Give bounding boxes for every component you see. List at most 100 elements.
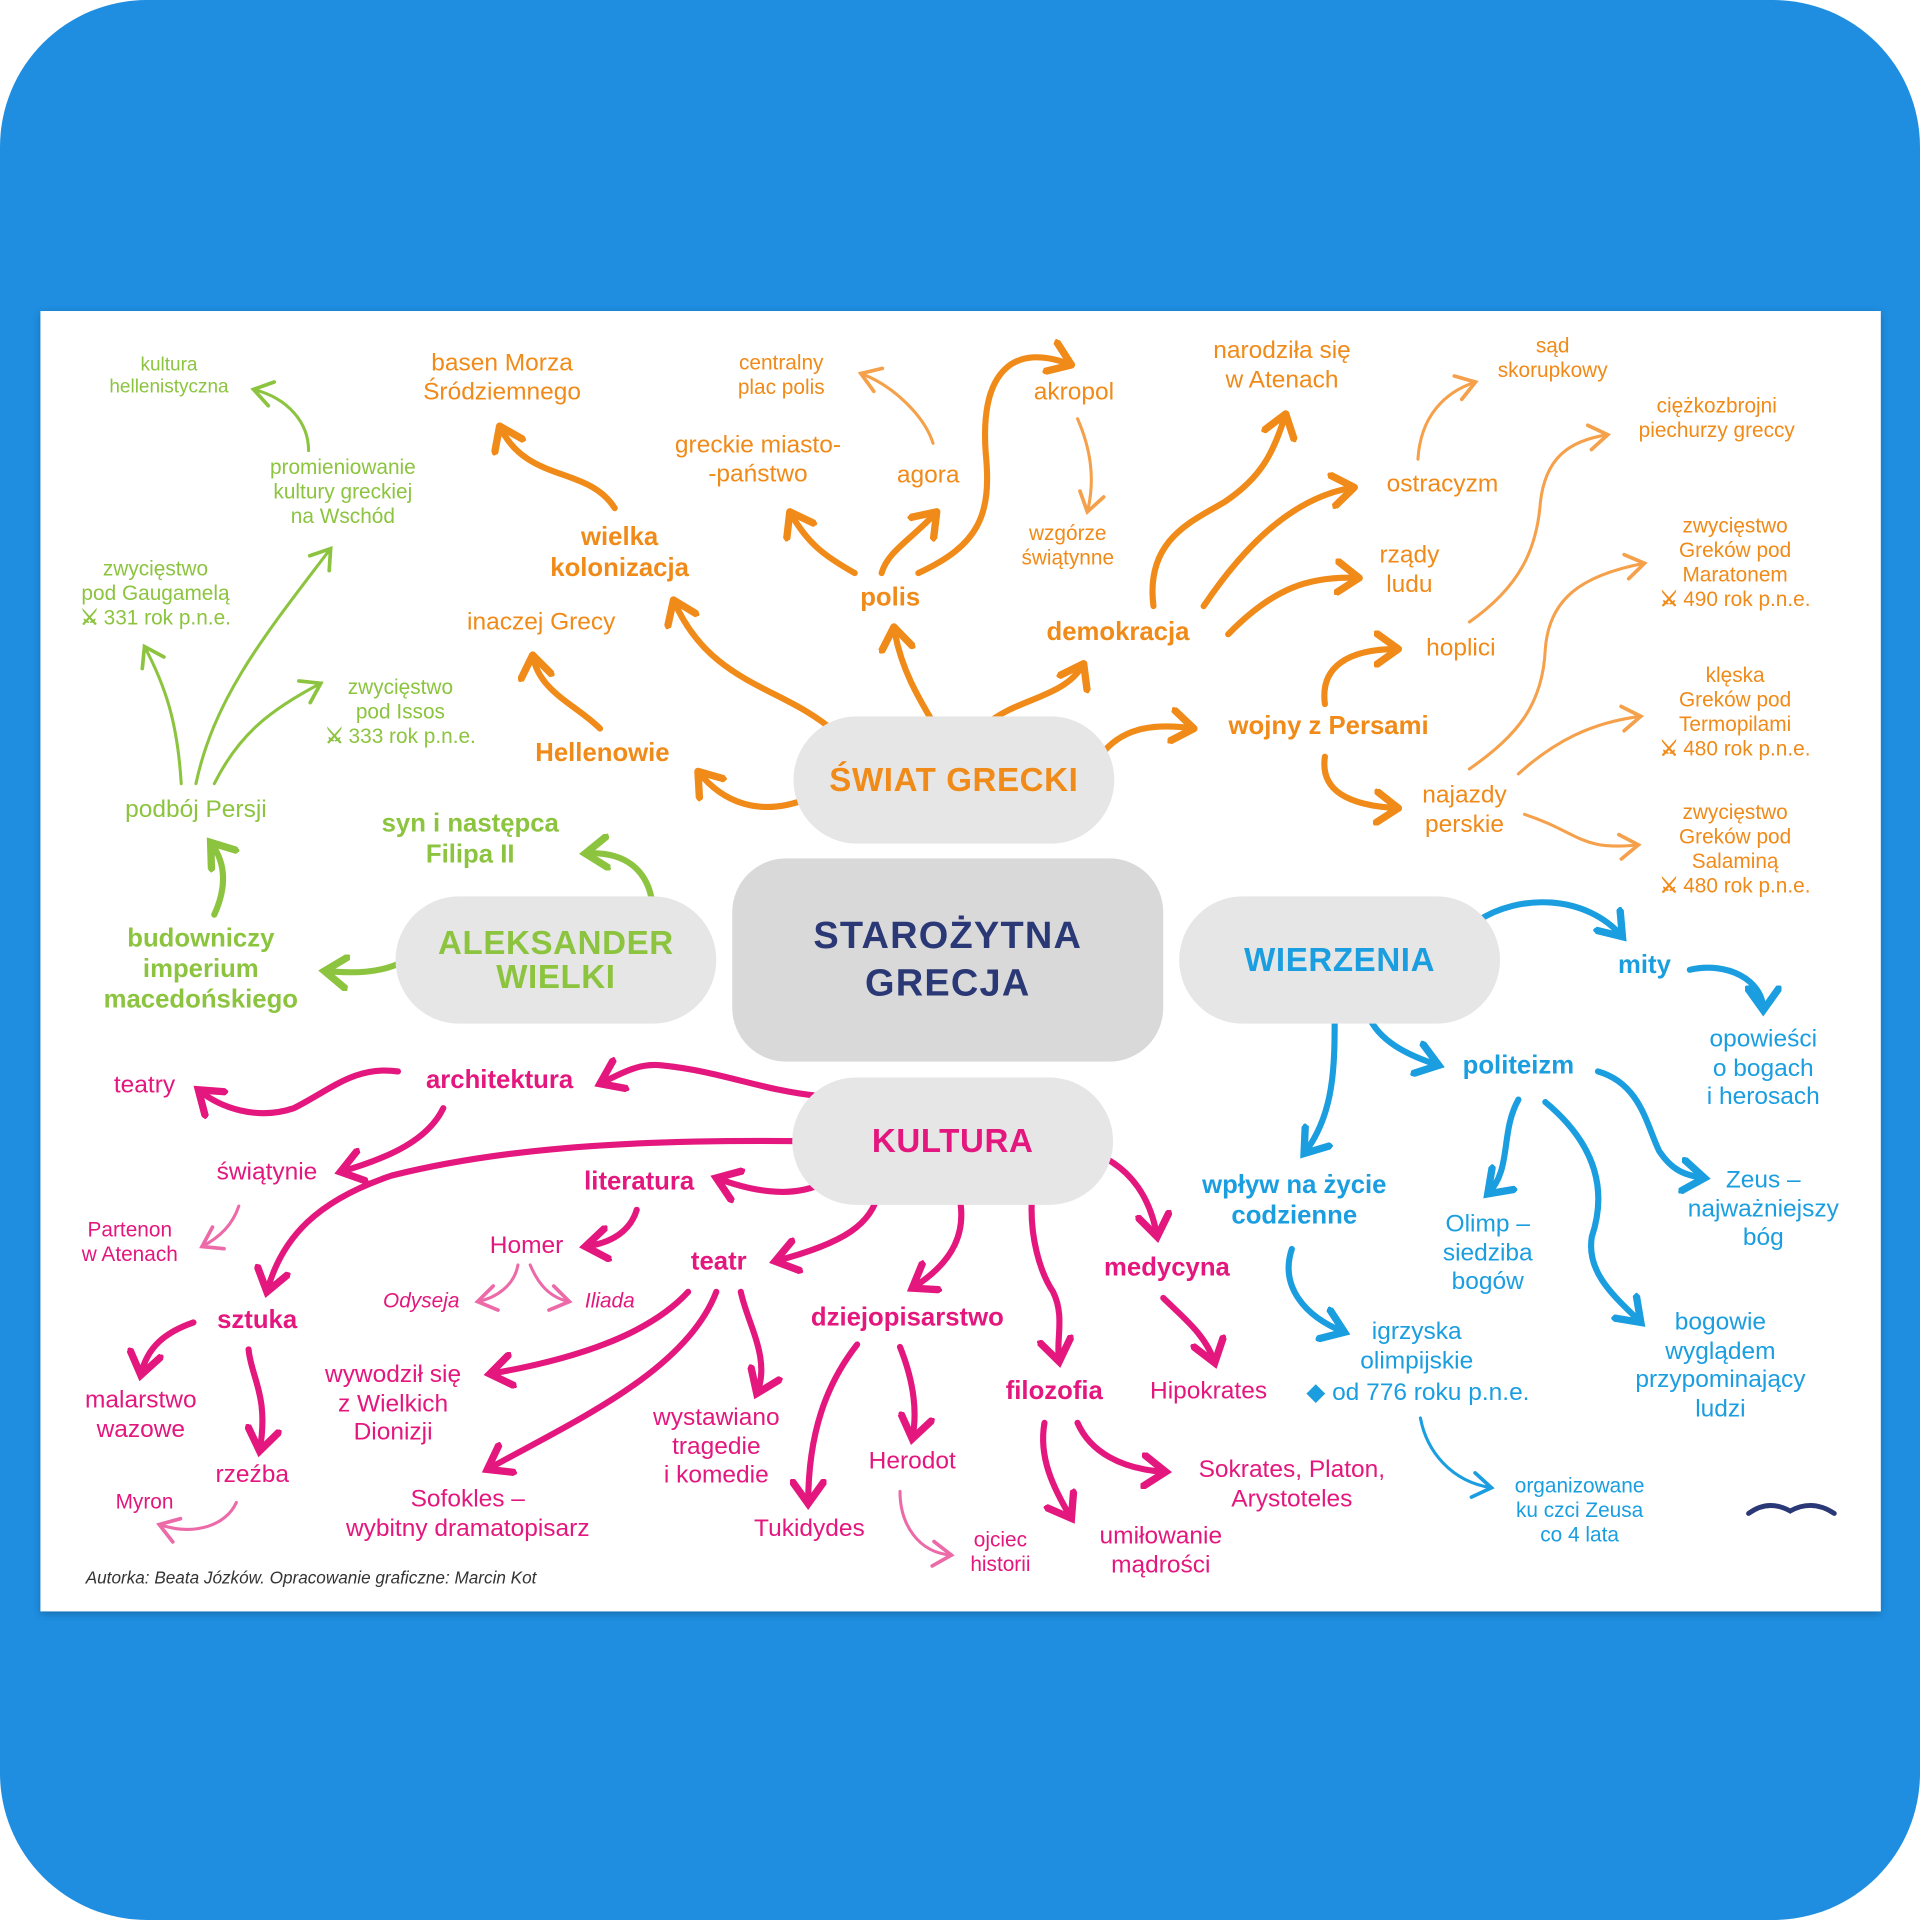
node-literatura: literatura	[584, 1167, 695, 1196]
arrow-homer-iliada	[528, 1263, 573, 1312]
node-politeizm: politeizm	[1462, 1051, 1575, 1080]
arrow-homer-odyseja	[474, 1263, 520, 1312]
node-demokracja: demokracja	[1046, 617, 1190, 647]
arrow-wierzenia-mity	[1474, 899, 1622, 936]
node-gaugamela: zwycięstwo pod Gaugamelą⚔331 rok p.n.e.	[80, 557, 231, 631]
node-hoplici: hoplici	[1426, 634, 1496, 662]
arrow-hoplici-ciezko	[1467, 423, 1612, 624]
node-odyseja: Odyseja	[383, 1289, 460, 1313]
arrow-medycyna-hipokrates	[1160, 1294, 1214, 1363]
node-budowniczy: budowniczy imperium macedońskiego	[103, 924, 299, 1014]
arrow-najazdy-termopile	[1516, 704, 1645, 776]
gaugamela-date: 331 rok p.n.e.	[103, 606, 231, 630]
node-wystawiano: wystawiano tragedie i komedie	[653, 1404, 780, 1489]
node-centralny-plac: centralny plac polis	[737, 351, 825, 400]
arrow-architektura-teatry	[198, 1067, 402, 1113]
maraton-date: 490 rok p.n.e.	[1683, 587, 1811, 612]
node-termopile: klęska Greków pod Termopilami⚔480 rok p.…	[1660, 664, 1811, 762]
node-medycyna: medycyna	[1104, 1253, 1230, 1282]
arrow-filozofia-sokrates	[1074, 1419, 1166, 1472]
arrow-swiat-wojny	[1096, 726, 1194, 760]
node-herodot: Herodot	[868, 1447, 956, 1475]
node-sad-skorupkowy: sąd skorupkowy	[1497, 334, 1608, 383]
node-promieniowanie: promieniowanie kultury greckiej na Wschó…	[269, 455, 416, 528]
crossed-swords-icon: ⚔	[1659, 737, 1679, 761]
arrow-teatr-wywodzil	[490, 1288, 692, 1374]
node-najazdy-perskie: najazdy perskie	[1422, 781, 1507, 838]
issos-label: zwycięstwo pod Issos	[347, 675, 454, 724]
salamina-label: zwycięstwo Greków pod Salaminą	[1678, 800, 1792, 874]
central-topic: STAROŻYTNA GRECJA	[732, 858, 1164, 1062]
arrow-wojny-hoplici	[1321, 649, 1398, 708]
arrow-podboj-issos	[212, 679, 324, 786]
arrow-agora-centralny	[857, 366, 935, 445]
arrow-kultura-dziejopisarstwo	[912, 1190, 965, 1288]
node-myron: Myron	[115, 1490, 174, 1514]
arrow-politeizm-olimp	[1488, 1096, 1522, 1194]
arrow-politeizm-bogowie	[1542, 1098, 1641, 1322]
arrow-rzezba-myron	[156, 1500, 238, 1544]
node-wywodzil: wywodził się z Wielkich Dionizji	[325, 1361, 462, 1446]
node-teatr: teatr	[690, 1247, 747, 1276]
topic-kultura: KULTURA	[792, 1077, 1114, 1205]
node-iliada: Iliada	[584, 1289, 635, 1313]
node-sztuka: sztuka	[217, 1306, 298, 1335]
node-akropol: akropol	[1033, 378, 1115, 406]
node-olimp: Olimp – siedziba bogów	[1442, 1210, 1533, 1296]
node-maraton: zwycięstwo Greków pod Maratonem⚔490 rok …	[1660, 514, 1811, 612]
arrow-hellenowie-inaczej	[533, 655, 604, 732]
topic-aleksander-wielki: ALEKSANDER WIELKI	[395, 896, 717, 1024]
salamina-date: 480 rok p.n.e.	[1683, 874, 1811, 898]
node-od-776: ◆ od 776 roku p.n.e.	[1306, 1379, 1530, 1406]
node-bogowie: bogowie wyglądem przypominający ludzi	[1635, 1308, 1806, 1423]
arrow-herodot-ojciec	[898, 1489, 955, 1568]
node-mity: mity	[1618, 950, 1671, 980]
arrow-ostracyzm-sad	[1416, 374, 1479, 461]
arrow-swiat-hellenowie	[698, 771, 812, 810]
maraton-label: zwycięstwo Greków pod Maratonem	[1678, 514, 1792, 587]
node-kultura-hellenistyczna: kultura hellenistyczna	[109, 354, 229, 398]
node-basen: basen Morza Śródziemnego	[423, 349, 582, 406]
arrow-najazdy-maraton	[1467, 552, 1648, 771]
arrow-swiat-polis	[894, 627, 940, 732]
node-wzgorze: wzgórze świątynne	[1021, 521, 1115, 570]
arrow-podboj-gaugamela	[140, 643, 183, 786]
arrow-akropol-wzgorze	[1076, 417, 1106, 516]
node-homer: Homer	[489, 1232, 564, 1260]
node-dziejopisarstwo: dziejopisarstwo	[810, 1303, 1004, 1332]
node-narodzila: narodziła się w Atenach	[1213, 337, 1351, 394]
arrow-kultura-architektura	[600, 1065, 822, 1099]
arrow-filozofia-umilowanie	[1040, 1419, 1071, 1519]
arrow-dziejopisarstwo-tukidydes	[808, 1341, 861, 1503]
termopile-date: 480 rok p.n.e.	[1683, 737, 1811, 761]
node-wielka-kolonizacja: wielka kolonizacja	[550, 523, 689, 582]
arrow-demokracja-rzady	[1225, 578, 1359, 638]
arrow-politeizm-zeus	[1594, 1068, 1705, 1178]
arrow-architektura-swiatynie	[340, 1105, 447, 1172]
node-igrzyska: igrzyska olimpijskie	[1360, 1318, 1474, 1374]
arrow-demokracja-narodzila	[1149, 414, 1285, 610]
node-filozofia: filozofia	[1005, 1377, 1103, 1406]
arrow-dziejopisarstwo-herodot	[896, 1343, 915, 1439]
node-polis: polis	[860, 583, 921, 612]
node-agora: agora	[896, 461, 960, 489]
logo-book-icon	[1746, 1503, 1837, 1516]
node-rzezba: rzeźba	[215, 1461, 289, 1489]
arrow-sztuka-malarstwo	[141, 1319, 197, 1375]
node-partenon: Partenon w Atenach	[81, 1218, 178, 1267]
arrow-kultura-filozofia	[1028, 1190, 1060, 1362]
arrow-swiatynie-partenon	[199, 1204, 241, 1251]
node-tukidydes: Tukidydes	[754, 1514, 865, 1542]
arrow-budowniczy-podboj	[211, 842, 223, 918]
topic-swiat-grecki: ŚWIAT GRECKI	[793, 716, 1115, 844]
node-organizowane: organizowane ku czci Zeusa co 4 lata	[1514, 1474, 1645, 1547]
node-malarstwo: malarstwo wazowe	[85, 1386, 197, 1443]
node-syn-filipa: syn i następca Filipa II	[381, 809, 559, 869]
arrow-mity-opowiesci	[1686, 964, 1763, 1011]
arrow-aleksander-budowniczy	[324, 961, 408, 972]
arrow-swiat-kolonizacja	[673, 600, 839, 736]
arrow-wierzenia-wplyw	[1304, 1010, 1338, 1154]
arrow-kultura-sztuka	[267, 1137, 812, 1292]
node-wplyw: wpływ na życie codzienne	[1202, 1170, 1387, 1230]
node-rzady-ludu: rządy ludu	[1379, 541, 1440, 598]
